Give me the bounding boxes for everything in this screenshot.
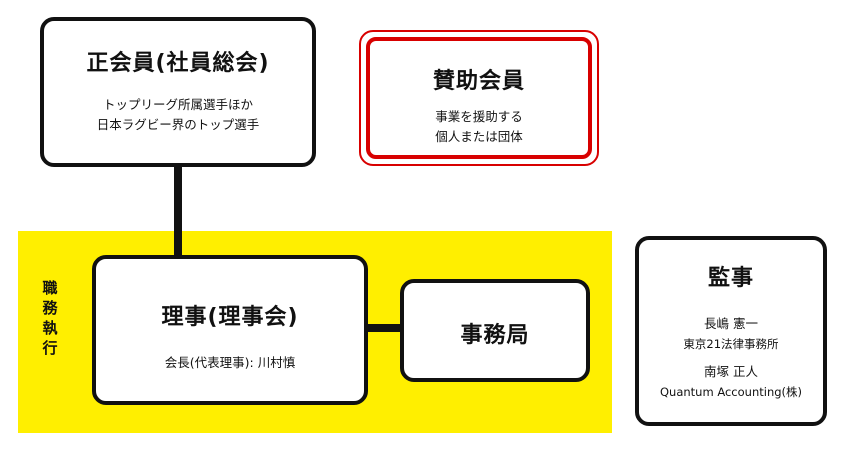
supporters-box: 賛助会員 事業を援助する 個人または団体 [359, 30, 599, 166]
board-title: 理事(理事会) [161, 305, 299, 330]
supporters-desc-line: 事業を援助する [435, 109, 523, 124]
execution-label-char: 務 [42, 299, 58, 317]
office-title: 事務局 [460, 323, 530, 348]
members-title: 正会員(社員総会) [86, 51, 270, 76]
auditor-name: 南塚 正人 [704, 364, 758, 379]
execution-label-char: 執 [42, 319, 58, 337]
auditors-title: 監事 [707, 266, 754, 291]
members-box: 正会員(社員総会) トップリーグ所属選手ほか 日本ラグビー界のトップ選手 [40, 17, 316, 167]
execution-label-char: 行 [42, 339, 58, 357]
connector-members-board [174, 163, 182, 259]
auditors-box: 監事 長嶋 憲一 東京21法律事務所 南塚 正人 Quantum Account… [635, 236, 827, 426]
execution-label-char: 職 [42, 279, 58, 297]
members-desc-line: 日本ラグビー界のトップ選手 [96, 117, 260, 132]
supporters-title: 賛助会員 [432, 69, 525, 94]
connector-board-office [365, 324, 405, 332]
auditor-name: 長嶋 憲一 [704, 316, 758, 331]
board-box: 理事(理事会) 会長(代表理事): 川村慎 [92, 255, 368, 405]
auditor-org: Quantum Accounting(株) [659, 385, 803, 399]
members-desc-line: トップリーグ所属選手ほか [102, 97, 253, 112]
auditor-org: 東京21法律事務所 [683, 337, 779, 351]
office-box: 事務局 [400, 279, 590, 382]
execution-label: 職 務 執 行 [40, 278, 64, 358]
supporters-desc-line: 個人または団体 [435, 129, 523, 144]
board-chair: 会長(代表理事): 川村慎 [164, 355, 296, 370]
